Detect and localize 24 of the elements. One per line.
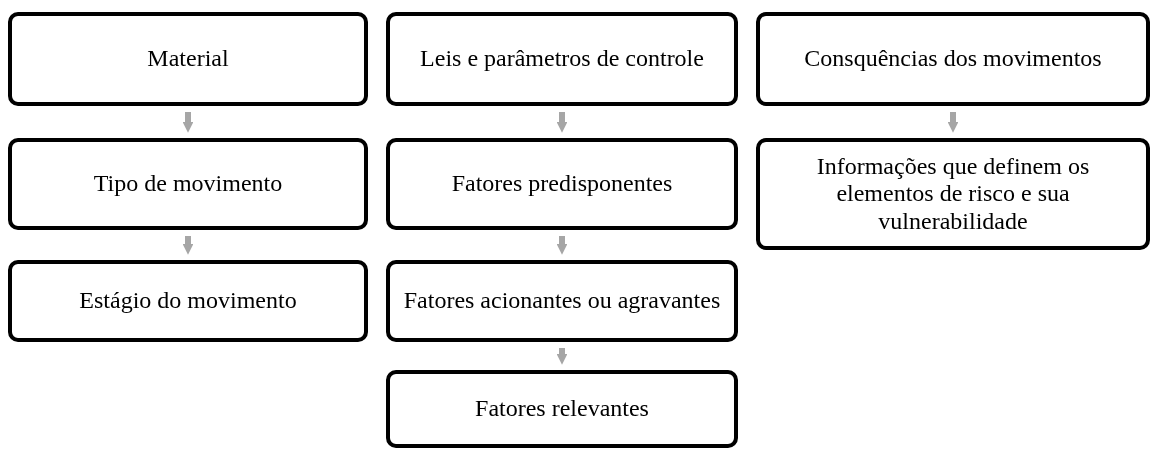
process-box	[8, 12, 368, 106]
arrow	[556, 348, 568, 365]
box-label: Estágio do movimento	[79, 287, 297, 315]
box-label: Informações que definem os elementos de risco e sua vulnerabilidade	[815, 152, 1091, 236]
arrow	[556, 112, 568, 133]
process-box	[756, 138, 1150, 250]
process-box	[8, 138, 368, 230]
process-box	[386, 138, 738, 230]
process-box	[386, 370, 738, 448]
arrow	[182, 236, 194, 255]
arrow	[947, 112, 959, 133]
process-box	[8, 260, 368, 342]
box-label: Fatores predisponentes	[451, 170, 673, 198]
box-label: Leis e parâmetros de controle	[420, 45, 704, 73]
box-label: Consquências dos movimentos	[804, 45, 1102, 73]
box-label: Tipo de movimento	[93, 170, 283, 198]
box-label: Fatores relevantes	[475, 395, 649, 423]
box-label: Fatores acionantes ou agravantes	[403, 287, 721, 315]
process-box	[386, 260, 738, 342]
process-box	[756, 12, 1150, 106]
process-box	[386, 12, 738, 106]
arrow	[556, 236, 568, 255]
box-label: Material	[147, 45, 229, 73]
arrow	[182, 112, 194, 133]
